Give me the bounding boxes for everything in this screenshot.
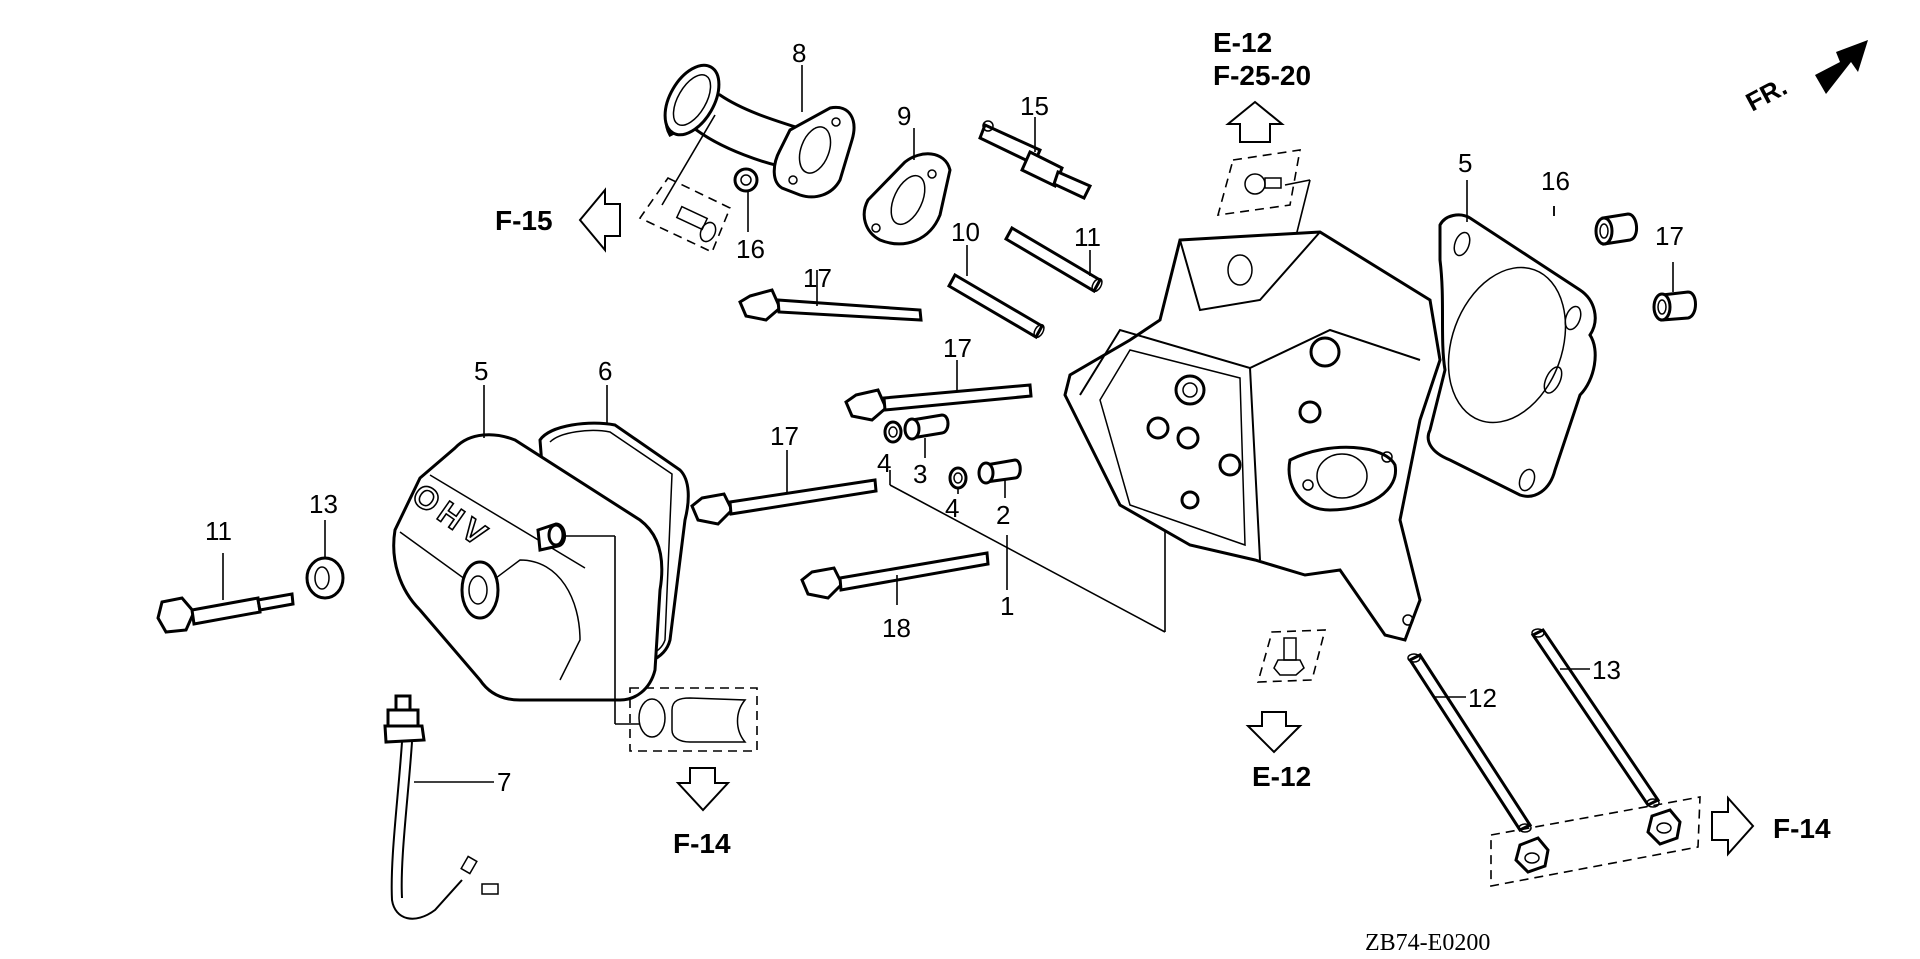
part-label-10: 9 [897,101,911,131]
part-3-dowel [903,413,950,441]
part-5-head-gasket [1426,213,1597,498]
ref-f14-right-label[interactable]: F-14 [1773,813,1831,844]
part-4-washer-right [948,466,968,490]
part-label-14: 13 [309,489,338,519]
part-17-bolt-c [690,478,878,526]
part-label-17-a: 17 [803,263,832,293]
part-13-stud-left [1407,653,1533,833]
part-label-5: 5 [1458,148,1472,178]
part-6-head-cover: OHV [392,433,664,702]
part-16-dowel-upper [1594,212,1638,246]
ref-e12-bottom-arrow[interactable]: E-12 [1245,711,1311,792]
part-label-1: 1 [1000,591,1014,621]
part-14-grommet [305,556,345,600]
part-8-oil-alert-switch [383,694,499,920]
part-label-17-c: 17 [770,421,799,451]
diagram-code: ZB74-E0200 [1365,930,1490,956]
part-9-insulator-pipe [663,63,856,199]
front-direction-indicator: FR. [1741,40,1868,117]
part-label-17-b: 17 [943,333,972,363]
part-17-bolt-d [800,551,990,600]
part-label-4-left: 4 [877,448,891,478]
ref-e12-f25-arrow[interactable]: E-12 F-25-20 [1213,27,1311,143]
part-label-16-upper: 16 [1541,166,1570,196]
part-label-13-right: 13 [1592,655,1621,685]
ref-f14-left-arrow[interactable]: F-14 [673,767,731,859]
breather-detail-box [629,687,758,752]
part-17-bolt-b [844,383,1033,422]
ref-f15-label[interactable]: F-15 [495,205,553,236]
part-4-washer-left [883,420,903,444]
part-label-3: 3 [913,459,927,489]
part-11-stud-left [946,272,1045,340]
ref-f14-right-arrow[interactable]: F-14 [1711,795,1831,857]
part-16-dowel-lower [1652,290,1697,322]
ref-e12-top-label[interactable]: E-12 [1213,27,1272,58]
ref-f15-arrow[interactable]: F-15 [495,187,621,253]
part-11-stud-right [1003,225,1103,294]
part-13-stud-right [1530,628,1661,808]
part-label-13-left: 12 [1468,683,1497,713]
part-17-bolt-a [738,288,923,322]
part-label-16-lower: 17 [1655,221,1684,251]
part-15-nut [733,167,759,193]
part-label-18: 15 [1020,91,1049,121]
part-label-15: 16 [736,234,765,264]
ref-e12-bottom-label[interactable]: E-12 [1252,761,1311,792]
part-label-8: 7 [497,767,511,797]
down-arrow-icon [1245,711,1303,754]
left-arrow-icon [578,187,621,253]
part-1-cylinder-head [1063,230,1442,642]
ref-f14-left-label[interactable]: F-14 [673,828,731,859]
front-label: FR. [1741,71,1792,117]
part-label-9: 8 [792,38,806,68]
part-label-11-left: 10 [951,217,980,247]
part-2-dowel [977,458,1022,485]
part-18-spark-plug [978,120,1093,200]
part-label-17-d: 18 [882,613,911,643]
right-arrow-icon [1711,795,1755,857]
bolt-detail-box [638,114,732,254]
front-arrow-icon [1815,40,1868,94]
part-label-4-right: 4 [945,493,959,523]
part-10-gasket [862,152,952,246]
bolt-detail-box-top [1216,149,1311,241]
nut-detail-box [1490,796,1701,887]
part-label-7: 6 [598,356,612,386]
part-label-12: 11 [205,516,232,546]
bolt-detail-box-bottom [1256,629,1327,683]
part-12-bolt [156,592,295,634]
down-arrow-icon [675,767,731,812]
ref-f25-20-label[interactable]: F-25-20 [1213,60,1311,91]
up-arrow-icon [1225,100,1285,143]
part-label-2: 2 [996,500,1010,530]
part-label-6: 5 [474,356,488,386]
part-label-11-right: 11 [1074,222,1101,252]
